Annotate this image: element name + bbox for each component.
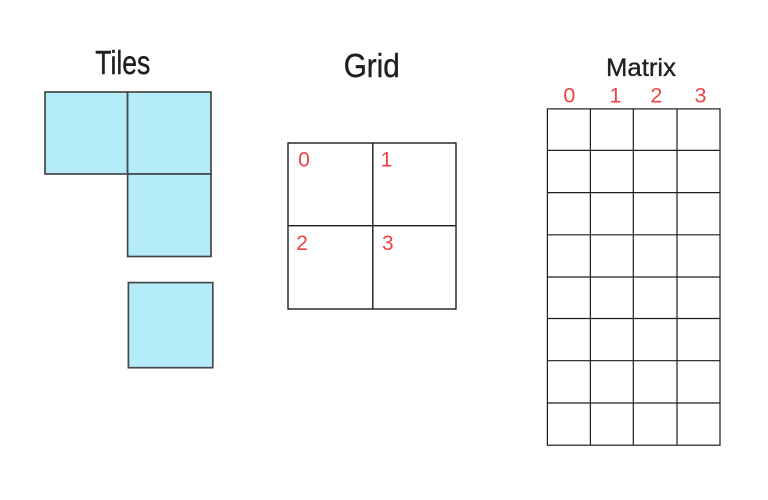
svg-text:3: 3 xyxy=(695,83,707,107)
svg-text:1: 1 xyxy=(381,149,393,172)
svg-text:3: 3 xyxy=(382,232,394,255)
svg-text:2: 2 xyxy=(296,232,308,255)
svg-text:1: 1 xyxy=(610,83,622,107)
svg-text:0: 0 xyxy=(563,83,575,107)
svg-text:Matrix: Matrix xyxy=(606,54,677,82)
svg-text:2: 2 xyxy=(650,83,662,107)
svg-text:0: 0 xyxy=(298,149,310,172)
svg-text:Grid: Grid xyxy=(344,47,400,84)
svg-text:Tiles: Tiles xyxy=(95,44,150,81)
